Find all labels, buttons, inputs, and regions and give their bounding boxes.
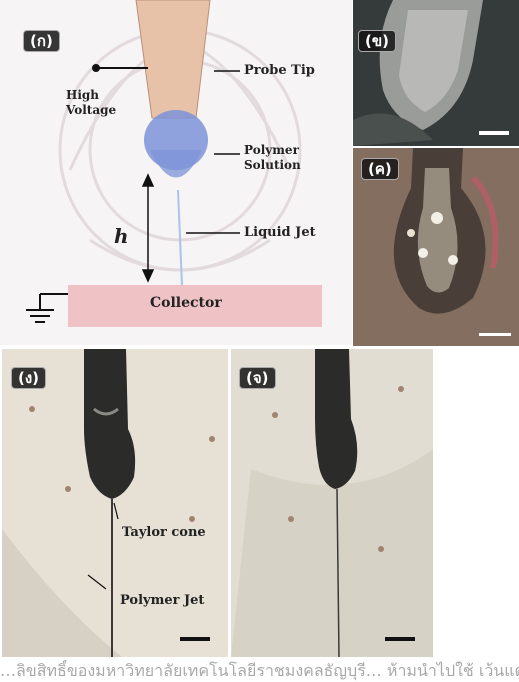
polymer-solution-label: Polymer Solution (244, 143, 301, 173)
scale-bar (479, 131, 509, 135)
taylor-cone-photo (2, 349, 228, 657)
panel-b-label: (ข) (358, 30, 396, 52)
height-symbol: h (114, 224, 129, 248)
panel-e-label: (จ) (239, 367, 276, 389)
ground-symbol (26, 294, 68, 322)
panel-a-schematic: (ก) High Voltage Probe Tip Polymer Solut… (0, 0, 352, 345)
panel-d-label: (ง) (11, 367, 46, 389)
scale-bar (385, 637, 415, 641)
high-voltage-label: High Voltage (66, 88, 116, 118)
liquid-jet-label: Liquid Jet (244, 225, 316, 240)
sem-image (353, 0, 519, 146)
panel-a-label: (ก) (23, 30, 60, 52)
jet-photo (231, 349, 433, 657)
polymer-jet-label: Polymer Jet (120, 593, 204, 608)
taylor-cone-label: Taylor cone (122, 525, 206, 540)
panel-d-taylor-cone-image: (ง) Taylor cone Polymer Jet (2, 349, 228, 657)
liquid-jet-line (178, 190, 182, 286)
voltage-terminal (92, 64, 100, 72)
scale-bar (180, 637, 210, 641)
panel-c-label: (ค) (361, 158, 399, 180)
panel-b-sem-image: (ข) (353, 0, 519, 146)
panel-c-droplet-image: (ค) (353, 148, 519, 346)
probe-tip-shape (136, 0, 210, 118)
scale-bar (479, 333, 511, 336)
panel-e-jet-image: (จ) (231, 349, 433, 657)
probe-tip-label: Probe Tip (244, 63, 315, 78)
copyright-watermark: …ลิขสิทธิ์ของมหาวิทยาลัยเทคโนโลยีราชมงคล… (0, 660, 519, 682)
collector-label: Collector (150, 295, 222, 311)
